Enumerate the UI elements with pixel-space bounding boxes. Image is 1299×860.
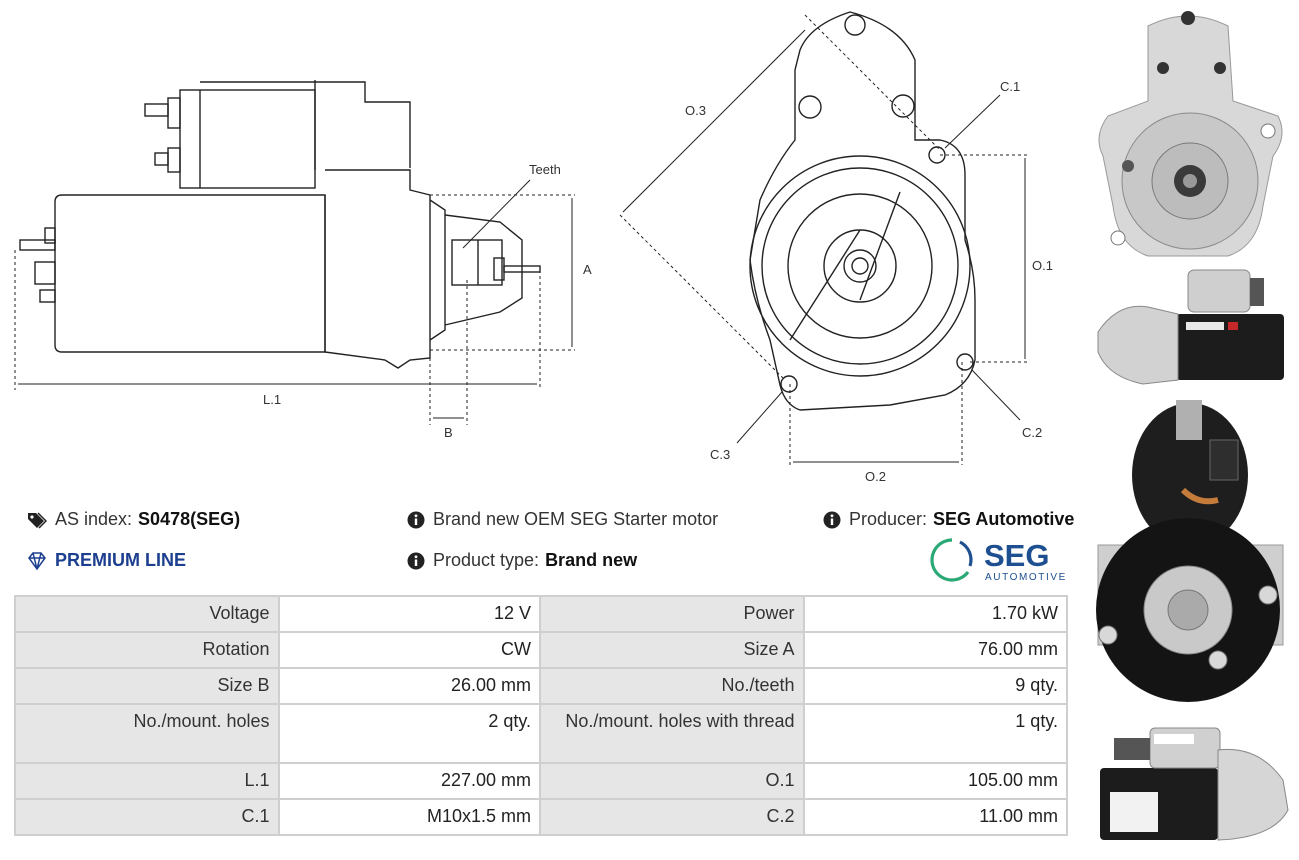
product-type-value: Brand new <box>545 550 638 570</box>
spec-key: L.1 <box>16 764 278 798</box>
table-row: No./mount. holes 2 qty. No./mount. holes… <box>16 705 1066 762</box>
spec-key: No./mount. holes <box>16 705 278 762</box>
spec-key: No./mount. holes with thread <box>541 705 803 762</box>
seg-logo-sub: AUTOMOTIVE <box>985 572 1067 583</box>
spec-value: 9 qty. <box>804 669 1066 703</box>
spec-value: 12 V <box>279 597 540 631</box>
spec-key: Power <box>541 597 803 631</box>
spec-key: O.1 <box>541 764 803 798</box>
dim-c3-label: C.3 <box>710 447 730 462</box>
spec-key: No./teeth <box>541 669 803 703</box>
spec-value: M10x1.5 mm <box>279 800 540 834</box>
product-photo-label-side[interactable] <box>1088 720 1293 850</box>
dim-o1-label: O.1 <box>1032 258 1053 273</box>
spec-key: Size A <box>541 633 803 667</box>
dim-o2-label: O.2 <box>865 469 886 484</box>
teeth-label: Teeth <box>529 162 561 177</box>
spec-value: 1.70 kW <box>804 597 1066 631</box>
table-row: L.1 227.00 mm O.1 105.00 mm <box>16 764 1066 798</box>
dim-c1-label: C.1 <box>1000 79 1020 94</box>
product-type-label: Product type: <box>433 550 540 570</box>
diamond-icon <box>28 551 46 570</box>
spec-value: CW <box>279 633 540 667</box>
spec-value: 76.00 mm <box>804 633 1066 667</box>
seg-logo: SEG AUTOMOTIVE <box>930 538 1067 583</box>
dim-b-label: B <box>444 425 453 440</box>
description: Brand new OEM SEG Starter motor <box>407 509 718 530</box>
spec-value: 2 qty. <box>279 705 540 762</box>
spec-value: 11.00 mm <box>804 800 1066 834</box>
seg-logo-name: SEG <box>984 538 1049 573</box>
info-icon <box>407 511 425 528</box>
product-photo-side[interactable] <box>1088 262 1293 387</box>
info-icon <box>407 552 425 569</box>
premium-line-label: PREMIUM LINE <box>55 550 187 570</box>
product-type: Product type: Brand new <box>407 550 637 571</box>
spec-key: Voltage <box>16 597 278 631</box>
spec-key: C.1 <box>16 800 278 834</box>
product-photo-rear[interactable] <box>1088 395 1293 715</box>
table-row: Rotation CW Size A 76.00 mm <box>16 633 1066 667</box>
as-index-value: S0478(SEG) <box>138 509 241 529</box>
as-index: AS index: S0478(SEG) <box>27 509 240 530</box>
info-icon <box>823 511 841 528</box>
spec-value: 1 qty. <box>804 705 1066 762</box>
producer: Producer: SEG Automotive <box>823 509 1074 530</box>
tags-icon <box>28 511 47 529</box>
spec-value: 227.00 mm <box>279 764 540 798</box>
spec-key: Size B <box>16 669 278 703</box>
spec-value: 26.00 mm <box>279 669 540 703</box>
spec-key: C.2 <box>541 800 803 834</box>
as-index-label: AS index: <box>55 509 133 529</box>
dim-c2-label: C.2 <box>1022 425 1042 440</box>
spec-key: Rotation <box>16 633 278 667</box>
dim-a-label: A <box>583 262 592 277</box>
table-row: Voltage 12 V Power 1.70 kW <box>16 597 1066 631</box>
premium-line: PREMIUM LINE <box>27 550 186 571</box>
specs-table: Voltage 12 V Power 1.70 kW Rotation CW S… <box>14 595 1068 836</box>
table-row: Size B 26.00 mm No./teeth 9 qty. <box>16 669 1066 703</box>
product-photo-front[interactable] <box>1088 6 1293 266</box>
technical-drawing: Teeth A L.1 B O.3 C.1 O.1 C.2 C.3 O.2 <box>14 11 1053 484</box>
producer-label: Producer: <box>849 509 928 529</box>
description-text: Brand new OEM SEG Starter motor <box>433 509 719 529</box>
dim-l1-label: L.1 <box>263 392 281 407</box>
table-row: C.1 M10x1.5 mm C.2 11.00 mm <box>16 800 1066 834</box>
spec-value: 105.00 mm <box>804 764 1066 798</box>
producer-value: SEG Automotive <box>933 509 1075 529</box>
dim-o3-label: O.3 <box>685 103 706 118</box>
